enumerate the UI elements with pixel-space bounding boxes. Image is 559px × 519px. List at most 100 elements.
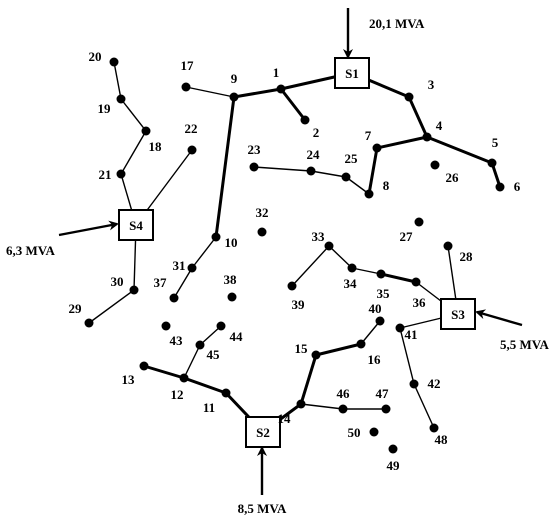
node-13: [139, 361, 149, 371]
node-30: [129, 285, 139, 295]
node-label-13: 13: [122, 372, 136, 387]
substation-label-s2: S2: [256, 425, 270, 440]
node-21: [116, 169, 126, 179]
line-1-2: [279, 87, 307, 122]
substation-label-s4: S4: [129, 218, 143, 233]
node-5: [487, 158, 497, 168]
node-label-50: 50: [348, 425, 361, 440]
node-1: [276, 84, 286, 94]
node-34: [347, 263, 357, 273]
line-14-46: [300, 403, 344, 410]
node-label-27: 27: [400, 229, 414, 244]
node-25: [341, 172, 351, 182]
node-label-1: 1: [273, 65, 280, 80]
node-33: [324, 241, 334, 251]
line-14-15: [299, 353, 318, 406]
feeder-lines: [88, 61, 502, 434]
node-45: [195, 340, 205, 350]
node-9: [229, 92, 239, 102]
node-46: [338, 404, 348, 414]
line-41-42: [399, 327, 415, 385]
node-label-48: 48: [435, 432, 449, 447]
substation-box-s2: [245, 416, 281, 448]
node-14: [296, 399, 306, 409]
node-label-10: 10: [225, 235, 238, 250]
node-label-6: 6: [514, 179, 521, 194]
line-18-19: [120, 98, 147, 132]
line-15-16: [314, 342, 363, 357]
node-label-3: 3: [428, 77, 435, 92]
node-11: [221, 388, 231, 398]
line-4-7: [375, 135, 429, 150]
line-25-24: [310, 170, 347, 178]
node-label-46: 46: [337, 386, 351, 401]
node-label-19: 19: [98, 101, 112, 116]
node-label-37: 37: [154, 275, 168, 290]
line-16-40: [360, 320, 381, 345]
node-7: [372, 143, 382, 153]
node-label-9: 9: [231, 71, 238, 86]
node-38: [227, 292, 237, 302]
line-9-17: [185, 86, 235, 98]
node-35: [376, 269, 386, 279]
node-44: [216, 321, 226, 331]
line-33-39: [291, 245, 330, 287]
line-4-5: [425, 135, 494, 165]
substation-label-s1: S1: [345, 66, 359, 81]
node-6: [495, 182, 505, 192]
node-label-42: 42: [428, 376, 441, 391]
node-label-8: 8: [383, 178, 390, 193]
node-label-44: 44: [230, 329, 244, 344]
node-label-35: 35: [377, 286, 391, 301]
node-47: [381, 404, 391, 414]
node-label-31: 31: [173, 258, 186, 273]
node-39: [287, 281, 297, 291]
line-12-13: [142, 364, 186, 380]
node-label-21: 21: [99, 167, 112, 182]
node-label-41: 41: [405, 327, 418, 342]
node-28: [443, 241, 453, 251]
node-31: [187, 263, 197, 273]
node-label-26: 26: [446, 170, 460, 185]
node-27: [414, 217, 424, 227]
node-label-34: 34: [344, 276, 358, 291]
substation-box-s3: [440, 298, 476, 330]
line-8-25: [345, 176, 370, 195]
node-19: [116, 94, 126, 104]
arrow-s3: [475, 309, 523, 327]
node-label-24: 24: [307, 147, 321, 162]
node-42: [409, 379, 419, 389]
line-45-44: [199, 325, 222, 346]
node-label-20: 20: [89, 49, 102, 64]
node-label-39: 39: [292, 297, 306, 312]
node-23: [249, 162, 259, 172]
line-30-29: [88, 289, 135, 324]
node-41: [395, 323, 405, 333]
node-43: [161, 321, 171, 331]
line-1-9: [232, 87, 283, 99]
node-label-47: 47: [376, 386, 390, 401]
node-label-18: 18: [149, 139, 163, 154]
power-label-s4: 6,3 MVA: [6, 243, 55, 258]
power-label-s1: 20,1 MVA: [369, 16, 425, 31]
node-label-14: 14: [278, 411, 292, 426]
node-48: [429, 423, 439, 433]
node-label-43: 43: [170, 333, 184, 348]
node-22: [187, 145, 197, 155]
node-17: [181, 82, 191, 92]
line-19-20: [113, 61, 122, 100]
node-label-36: 36: [413, 295, 427, 310]
node-10: [211, 232, 221, 242]
node-8: [364, 189, 374, 199]
node-label-40: 40: [369, 301, 382, 316]
node-label-17: 17: [181, 58, 195, 73]
line-11-12: [182, 376, 228, 395]
node-label-32: 32: [256, 205, 269, 220]
node-40: [375, 316, 385, 326]
substation-box-s1: [334, 57, 370, 89]
